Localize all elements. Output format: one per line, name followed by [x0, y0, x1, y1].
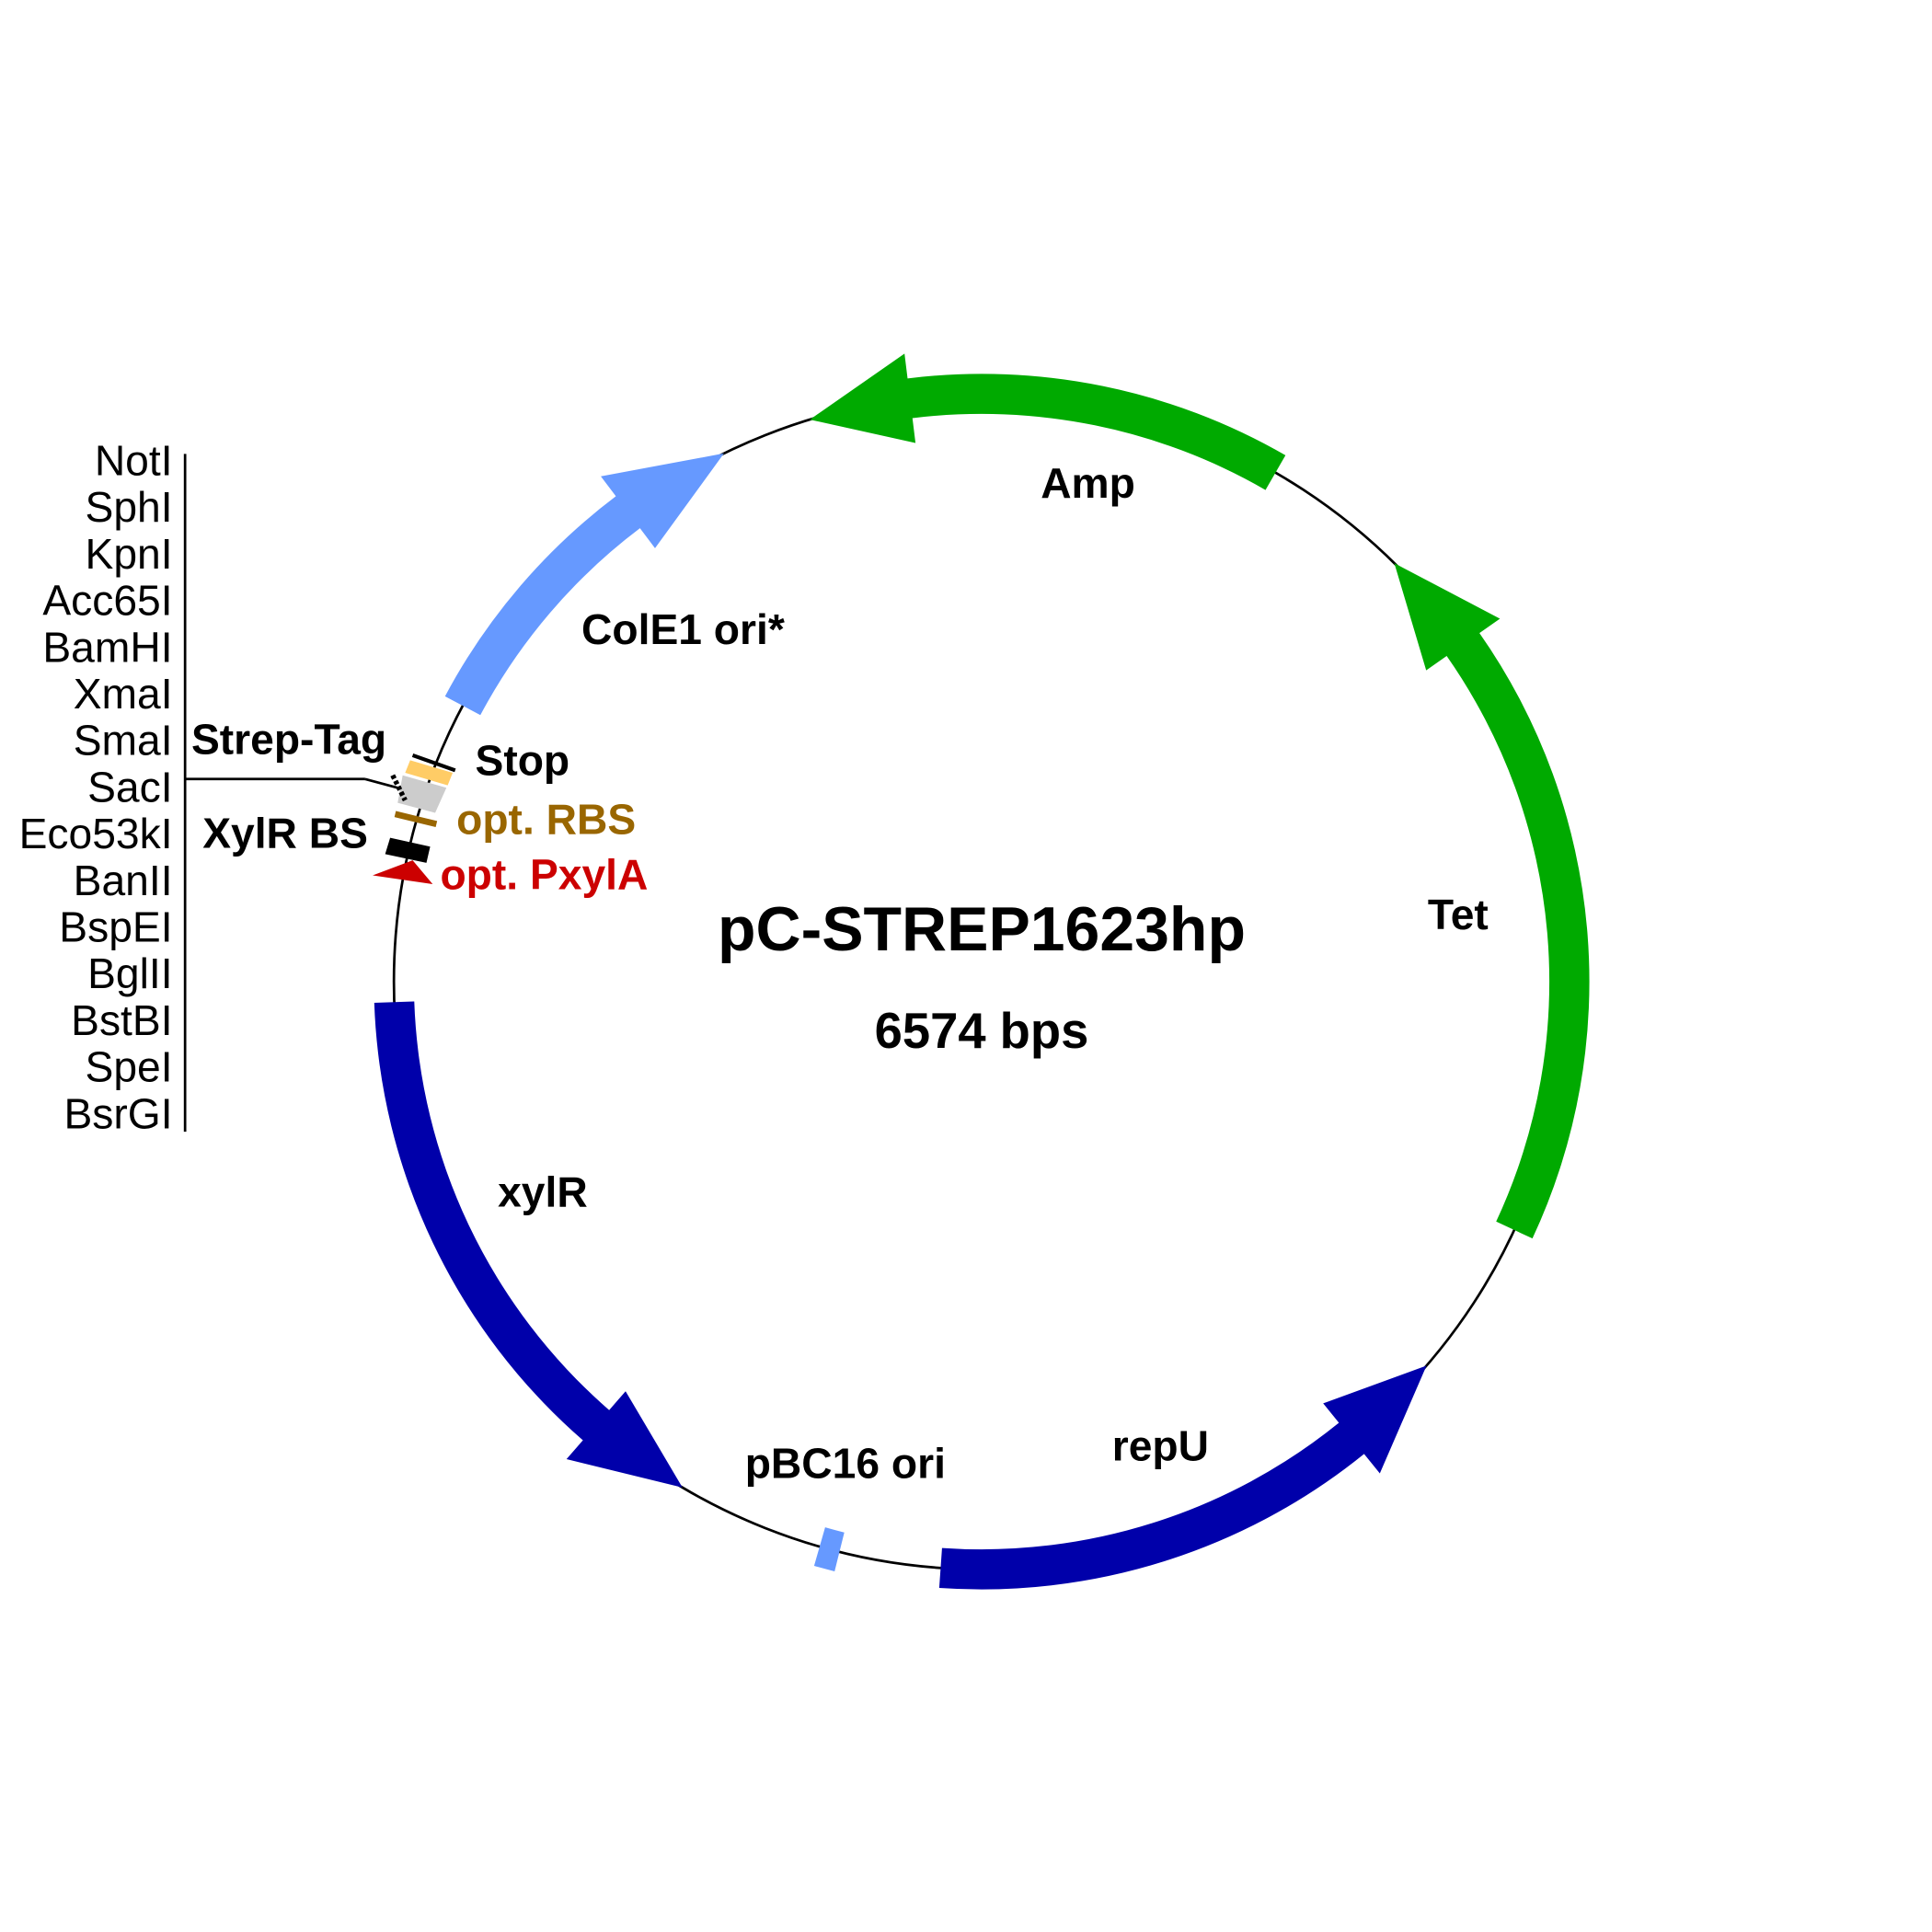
label-stop: Stop	[476, 737, 570, 785]
enzyme-site-sphi: SphI	[86, 483, 173, 531]
enzyme-site-kpni: KpnI	[86, 530, 173, 578]
xylr-bs-marker	[385, 837, 431, 863]
enzyme-pointer-diag	[364, 777, 398, 789]
enzyme-site-spei: SpeI	[86, 1043, 173, 1091]
enzyme-site-saci: SacI	[87, 763, 172, 811]
label-cole1-ori: ColE1 ori*	[581, 605, 785, 653]
enzyme-list: NotISphIKpnIAcc65IBamHIXmaISmaISacIEco53…	[19, 437, 173, 1138]
label-pbc16-ori: pBC16 ori	[745, 1440, 946, 1488]
plasmid-size: 6574 bps	[875, 1003, 1089, 1059]
label-opt-pxyla: opt. PxylA	[440, 850, 648, 898]
label-opt-rbs: opt. RBS	[456, 796, 636, 844]
enzyme-site-acc65i: Acc65I	[42, 577, 172, 625]
plasmid-name: pC-STREP1623hp	[718, 894, 1246, 964]
small-features	[183, 454, 456, 1133]
cut-sites-marker	[390, 774, 408, 802]
cole1-ori-feature-arrow	[444, 453, 724, 716]
xylr-feature-arrow	[374, 1001, 683, 1488]
stop-marker	[411, 753, 456, 773]
tet-feature-arrow	[1394, 563, 1590, 1239]
enzyme-site-bspei: BspEI	[59, 903, 172, 950]
enzyme-site-bstbi: BstBI	[71, 996, 172, 1044]
enzyme-site-smai: SmaI	[74, 717, 173, 765]
repu-feature-arrow	[938, 1365, 1427, 1590]
stop-yellow-marker	[405, 760, 454, 786]
enzyme-site-banii: BanII	[74, 857, 173, 904]
pxyla-arrow	[373, 860, 433, 884]
enzyme-site-bamhi: BamHI	[42, 623, 172, 671]
label-amp: Amp	[1041, 459, 1135, 507]
enzyme-site-noti: NotI	[95, 437, 173, 485]
rbs-marker	[394, 811, 438, 828]
amp-feature-arrow	[810, 353, 1286, 490]
enzyme-site-bsrgi: BsrGI	[63, 1089, 172, 1137]
strep-tag-marker	[397, 775, 447, 813]
pbc16-ori-feature	[813, 1527, 845, 1571]
label-xylr-bs: XylR BS	[202, 810, 368, 857]
enzyme-site-xmai: XmaI	[74, 670, 173, 718]
label-xylr: xylR	[498, 1168, 588, 1216]
label-tet: Tet	[1428, 891, 1489, 938]
enzyme-site-eco53ki: Eco53kI	[19, 810, 173, 857]
label-strep-tag: Strep-Tag	[191, 716, 386, 764]
enzyme-site-bglii: BglII	[87, 949, 172, 997]
label-repu: repU	[1112, 1422, 1209, 1470]
